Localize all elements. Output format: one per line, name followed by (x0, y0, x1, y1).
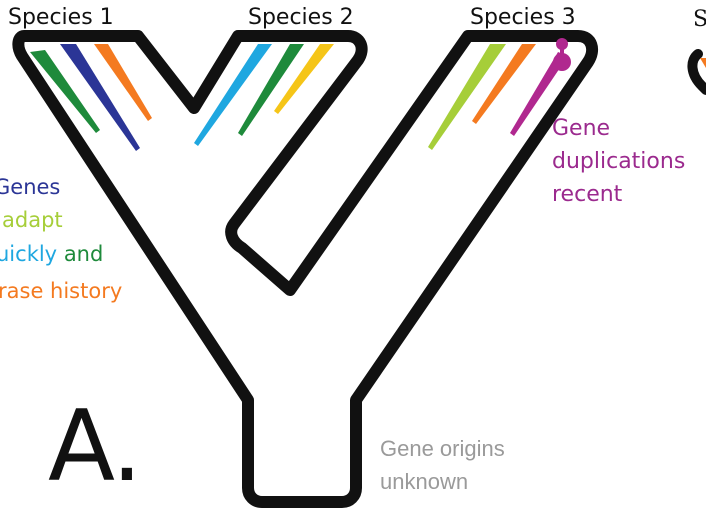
erase-history-label: rase history (0, 279, 123, 303)
gene-spike-sp3-magenta (510, 52, 568, 136)
gene-origins-line-1: Gene origins (380, 436, 505, 461)
panel-b-outline-fragment (687, 49, 706, 95)
genes-label: Genes (0, 175, 61, 199)
gene-spike-sp2-sky (194, 44, 272, 146)
adapt-label: adapt (2, 208, 63, 232)
panel-b-orange-fragment (700, 58, 706, 68)
gene-dup-line-3: recent (552, 182, 623, 207)
and-word: and (63, 242, 104, 266)
y-outline (12, 30, 599, 508)
gene-spike-sp3-lime (428, 44, 506, 150)
gene-spike-sp1-orange (94, 44, 152, 121)
gene-spike-sp3-orange (472, 44, 536, 124)
gene-spike-sp2-yellow (274, 44, 334, 114)
species-1-label: Species 1 (8, 5, 114, 30)
gene-dup-line-2: duplications (552, 149, 686, 174)
gene-spike-sp1-green (30, 50, 100, 133)
panel-b-species-label-fragment: S (693, 7, 706, 32)
gene-origins-line-2: unknown (380, 469, 469, 494)
quickly-label: uickly and (0, 244, 103, 265)
quickly-word: uickly (0, 242, 58, 266)
gene-dup-line-1: Gene (552, 116, 611, 141)
gene-spike-sp2-green (238, 44, 304, 136)
gene-lineage-spikes (30, 44, 568, 151)
panel-label: A. (48, 390, 142, 504)
species-2-label: Species 2 (248, 5, 354, 30)
gene-spike-sp1-blue (60, 44, 140, 151)
species-3-label: Species 3 (470, 5, 576, 30)
